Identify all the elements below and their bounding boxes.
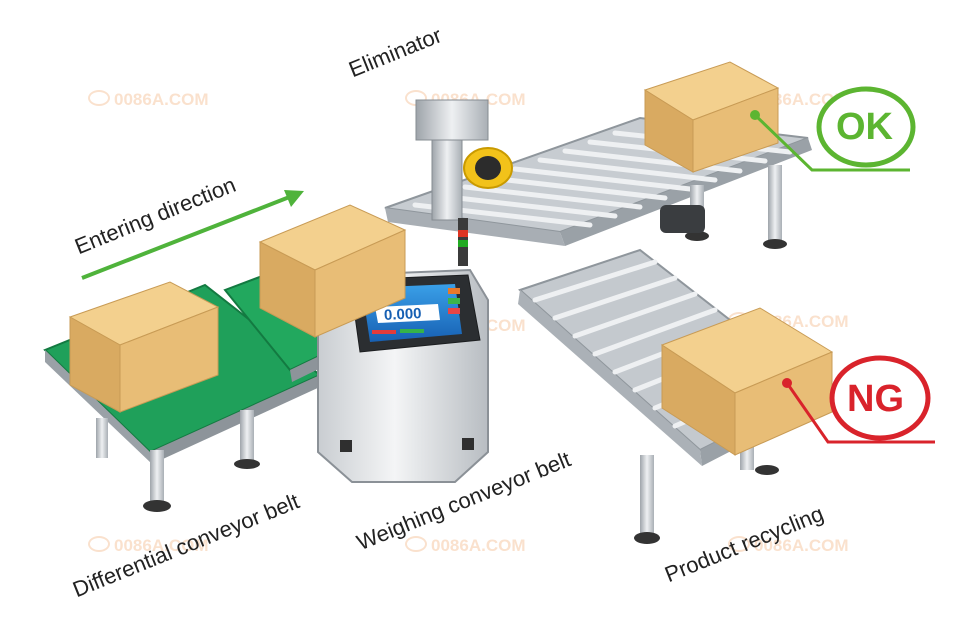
- watermark: 0086A.COM: [405, 536, 525, 556]
- box-on-weighing-belt: [258, 204, 407, 338]
- box-on-ng-conveyor: [660, 307, 834, 456]
- ng-badge: [782, 355, 935, 444]
- watermark-logo-icon: [88, 536, 110, 552]
- entering-direction-arrow: [81, 190, 304, 280]
- watermark-logo-icon: [728, 536, 750, 552]
- ok-badge-label: OK: [836, 106, 893, 148]
- watermark: 0086A.COM: [88, 536, 208, 556]
- box-on-ok-conveyor: [643, 61, 780, 173]
- watermark-logo-icon: [88, 90, 110, 106]
- watermark: 0086A.COM: [88, 90, 208, 110]
- ok-badge: [750, 86, 916, 172]
- watermark-logo-icon: [405, 536, 427, 552]
- watermark: 0086A.COM: [728, 536, 848, 556]
- eliminator-unit: [415, 99, 513, 266]
- ng-badge-label: NG: [847, 378, 904, 420]
- scale-reading: 0.000: [383, 305, 422, 324]
- box-on-differential-belt: [68, 281, 220, 413]
